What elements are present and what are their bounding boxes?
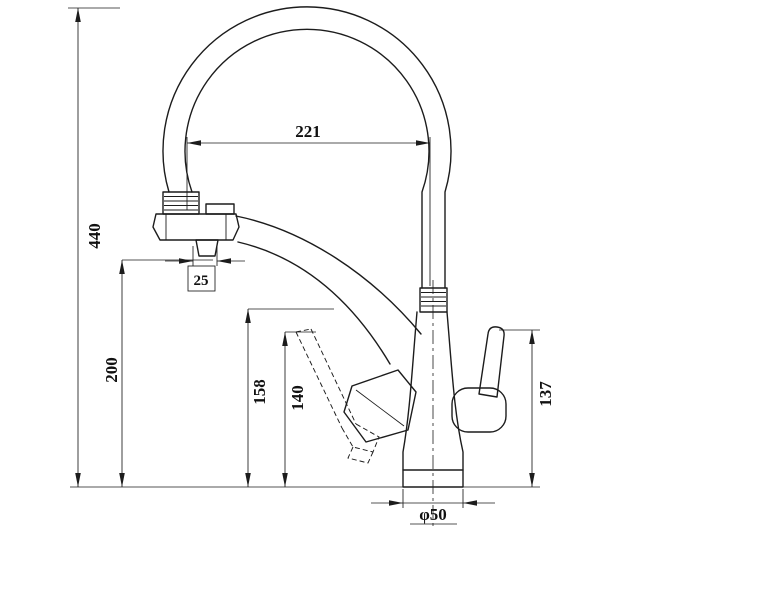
hose-inner-curve <box>184 28 430 289</box>
spray-head-body <box>152 213 240 241</box>
right-fitting <box>419 287 448 313</box>
dimensions: 221 440 200 25 158 140 137 φ50 <box>68 7 555 525</box>
spout-arm-lower <box>237 241 391 365</box>
handle-pivot <box>451 387 507 433</box>
spout-arm-upper <box>235 215 422 335</box>
body-left-edge <box>402 311 418 471</box>
dim-label-200: 200 <box>102 357 121 383</box>
dim-label-25: 25 <box>194 273 209 289</box>
right-fitting-threads <box>421 292 446 307</box>
dimension-lines <box>75 8 535 525</box>
dim-label-137: 137 <box>536 381 555 407</box>
hose-outer-curve <box>162 6 452 289</box>
dimension-labels: 221 440 200 25 158 140 137 φ50 <box>85 122 555 524</box>
label-box-25 <box>187 265 216 292</box>
faucet-outline <box>152 6 507 528</box>
dim-label-221: 221 <box>295 122 321 141</box>
extension-lines <box>68 7 540 508</box>
spray-nozzle <box>195 239 219 257</box>
body-right-edge <box>446 311 464 471</box>
left-collar-threads <box>164 196 198 211</box>
spout-outlet-facet <box>355 389 405 427</box>
dim-label-158: 158 <box>250 379 269 405</box>
hidden-spray-position <box>295 328 380 464</box>
dim-label-440: 440 <box>85 223 104 249</box>
dim-label-base-diameter: φ50 <box>419 505 447 524</box>
handle-lever <box>478 326 505 398</box>
spout-outlet <box>343 369 417 443</box>
dim-label-140: 140 <box>288 385 307 411</box>
spray-head-mount <box>205 203 235 215</box>
left-collar <box>162 191 200 215</box>
